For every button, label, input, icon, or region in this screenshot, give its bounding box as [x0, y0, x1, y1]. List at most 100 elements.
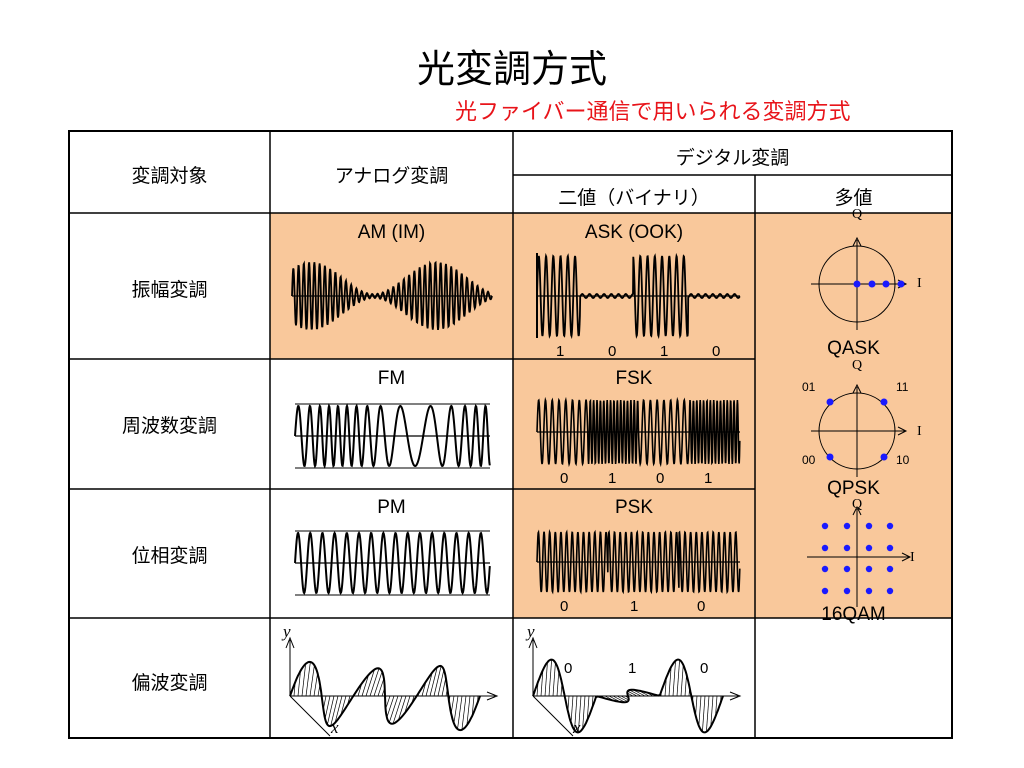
ask-bit-4: 0	[712, 343, 721, 360]
qam-point	[865, 565, 873, 573]
qask-point	[853, 280, 861, 288]
pol-analog-hatch	[365, 669, 375, 697]
pol-digital-hatch	[672, 660, 676, 697]
pol-analog-hatch	[323, 695, 327, 710]
pol-digital-hatch	[698, 695, 702, 726]
psk-caption: PSK	[614, 497, 654, 518]
qpsk-label-00: 00	[802, 453, 816, 467]
header-target: 変調対象	[131, 165, 208, 187]
pol-digital-hatch	[627, 690, 638, 697]
pol-analog-hatch	[369, 668, 380, 697]
ask-bit-3: 1	[660, 343, 669, 360]
pol-digital-hatch	[608, 695, 621, 703]
qpsk-point	[880, 398, 888, 406]
qam-point	[865, 587, 873, 595]
pol-digital-hatch	[556, 670, 560, 697]
pol-digital-hatch	[715, 695, 718, 717]
qpsk-caption: QPSK	[827, 478, 880, 499]
qask-q-arrow	[852, 236, 862, 247]
pol-analog-hatch	[324, 695, 331, 719]
pol-analog-hatch	[340, 695, 347, 716]
pol-analog-hatch	[377, 678, 385, 697]
qask-caption: QASK	[827, 338, 880, 359]
pol-digital-hatch	[695, 695, 698, 716]
pol-digital-hatch	[620, 695, 629, 701]
pol-analog-hatch	[388, 695, 399, 723]
pol-analog-hatch	[397, 695, 407, 721]
pol-analog-hatch	[404, 695, 411, 714]
pol-digital-hatch	[684, 674, 687, 697]
qpsk-point	[880, 453, 888, 461]
qam-point	[821, 544, 829, 552]
qam-i-label: I	[910, 550, 915, 565]
table-grid	[68, 130, 953, 739]
pol-analog-hatch	[445, 688, 448, 697]
pol-analog-hatch	[330, 695, 339, 727]
qpsk-i-arrow	[897, 426, 908, 436]
pol-analog-hatch	[297, 670, 301, 697]
ask-waveform	[536, 252, 741, 340]
pol-analog-hatch	[429, 667, 438, 697]
pol-digital-hatch	[680, 664, 684, 697]
fsk-caption: FSK	[615, 368, 653, 389]
pol-digital-y-arrow	[528, 636, 538, 649]
pol-analog-hatch	[384, 695, 387, 699]
am-waveform	[291, 260, 493, 331]
pol-digital-hatch	[710, 695, 714, 727]
psk-bit-3: 0	[697, 598, 706, 615]
qam-point	[865, 522, 873, 530]
fsk-waveform	[536, 396, 741, 468]
qask-point	[897, 280, 905, 288]
pol-bit-2: 1	[628, 660, 637, 677]
qam-point	[821, 587, 829, 595]
fsk-bit-1: 0	[560, 470, 569, 487]
qam-point	[843, 544, 851, 552]
pol-analog-hatch	[309, 665, 315, 697]
multi-cell-bg	[755, 213, 952, 618]
pol-digital-hatch	[600, 695, 607, 700]
pol-bit-3: 0	[700, 660, 709, 677]
qpsk-label-10: 10	[896, 453, 910, 467]
qam-point	[886, 565, 894, 573]
qpsk-i-label: I	[917, 424, 922, 439]
pol-digital-hatch	[616, 695, 628, 702]
pol-digital-hatch	[567, 695, 570, 712]
pol-analog-hatch	[353, 694, 355, 697]
pol-digital-hatch	[578, 695, 582, 733]
pol-analog-x-label: x	[331, 718, 339, 737]
pol-digital-hatch	[604, 695, 615, 702]
qam-i-arrow	[901, 552, 912, 562]
pol-digital-hatch	[706, 695, 710, 732]
fsk-bit-4: 1	[704, 470, 713, 487]
header-digital: デジタル変調	[675, 147, 790, 169]
header-binary: 二値（バイナリ）	[558, 187, 710, 209]
pol-digital-hatch	[638, 690, 650, 697]
qpsk-point	[826, 398, 834, 406]
qam-point	[843, 522, 851, 530]
am-caption: AM (IM)	[357, 222, 426, 243]
pol-bit-1: 0	[564, 660, 573, 677]
pol-digital-hatch	[574, 695, 578, 731]
qam-q-label: Q	[852, 497, 863, 512]
page-title: 光変調方式	[416, 47, 607, 91]
pol-digital-hatch	[582, 695, 586, 729]
pol-digital-hatch	[645, 691, 654, 697]
pol-analog-hatch	[433, 666, 442, 697]
fsk-bit-3: 0	[656, 470, 665, 487]
pol-analog-hatch	[437, 669, 445, 697]
pol-digital-hatch	[570, 695, 574, 723]
pol-digital-hatch	[653, 694, 658, 697]
pol-analog-hatch	[293, 682, 296, 697]
qpsk-q-arrow	[852, 383, 862, 394]
pol-digital-hatch	[702, 695, 706, 732]
ask-caption: ASK (OOK)	[584, 222, 684, 243]
pol-analog-x-axis	[289, 695, 331, 737]
pol-digital-hatch	[627, 692, 634, 697]
fm-waveform	[294, 403, 491, 469]
pol-analog-hatch	[411, 695, 415, 704]
qam-point	[886, 544, 894, 552]
pol-digital-hatch	[586, 695, 590, 721]
qpsk-q-label: Q	[852, 358, 863, 373]
pol-digital-hatch	[536, 681, 539, 697]
